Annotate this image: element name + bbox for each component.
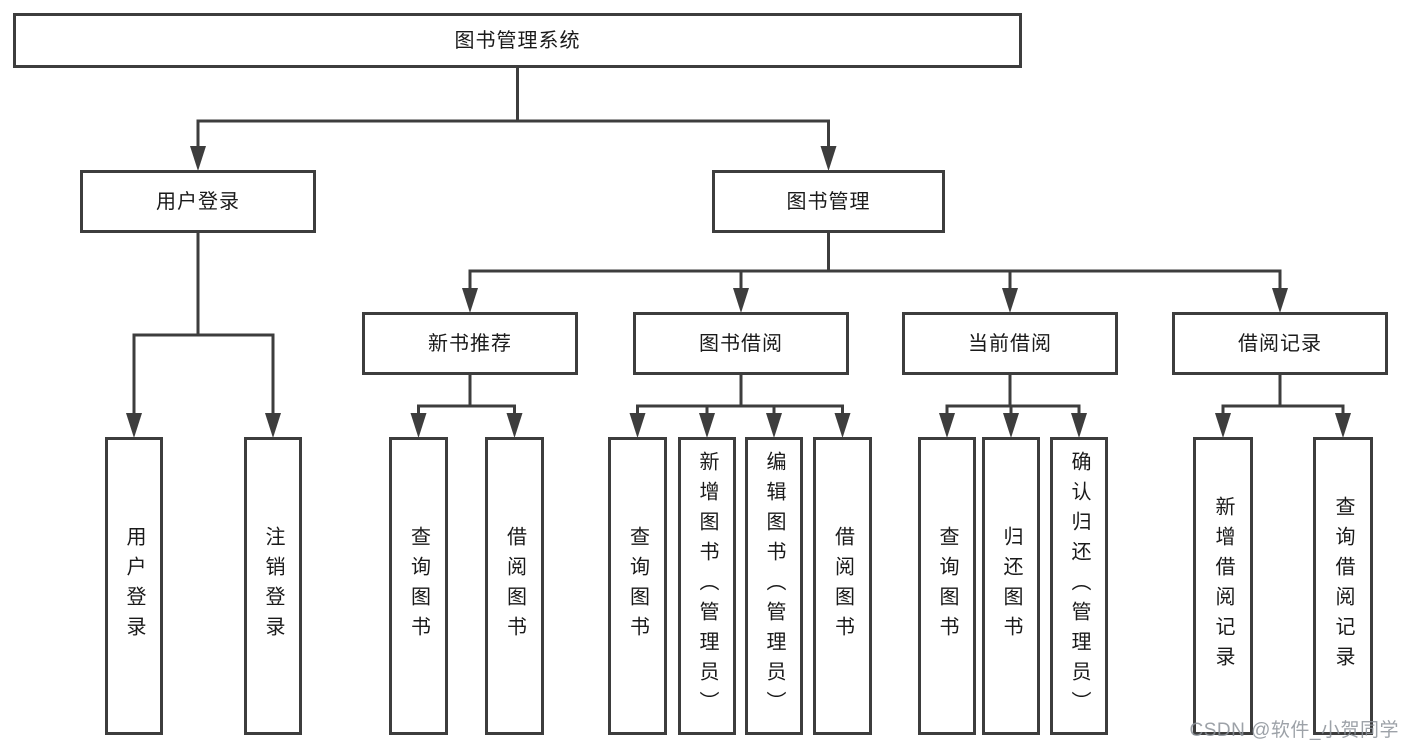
leaf-borrow-borrow-book: 借阅图书 <box>813 437 872 735</box>
leaf-current-query-book: 查询图书 <box>918 437 976 735</box>
arrowhead-down-icon <box>834 413 851 438</box>
arrowhead-down-icon <box>506 413 523 438</box>
leaf-borrow-query-book: 查询图书 <box>608 437 667 735</box>
connector-userlogin-to-leaves <box>132 231 275 421</box>
node-root: 图书管理系统 <box>13 13 1022 68</box>
node-book-management: 图书管理 <box>712 170 945 233</box>
arrowhead-down-icon <box>190 146 206 171</box>
node-new-book-recommend: 新书推荐 <box>362 312 578 375</box>
connector-newrec-to-leaves <box>417 373 516 421</box>
node-book-borrow: 图书借阅 <box>633 312 849 375</box>
arrowhead-down-icon <box>265 413 281 438</box>
node-label: 借阅记录 <box>1238 332 1322 355</box>
arrowhead-down-icon <box>410 413 427 438</box>
leaf-current-return-book: 归还图书 <box>982 437 1040 735</box>
leaf-borrow-edit-book-admin: 编辑图书（管理员） <box>745 437 803 735</box>
node-borrow-records: 借阅记录 <box>1172 312 1388 375</box>
arrowhead-down-icon <box>820 146 837 171</box>
arrowhead-down-icon <box>126 413 142 438</box>
connector-bookmgmt-to-level3 <box>468 231 1282 296</box>
arrowhead-down-icon <box>766 413 782 438</box>
leaf-newrec-query-book: 查询图书 <box>389 437 448 735</box>
node-label: 图书管理系统 <box>454 29 581 52</box>
node-label: 编辑图书（管理员） <box>763 451 785 721</box>
leaf-records-query-record: 查询借阅记录 <box>1313 437 1373 735</box>
node-label: 新增图书（管理员） <box>696 451 718 721</box>
leaf-logout: 注销登录 <box>244 437 302 735</box>
node-current-borrow: 当前借阅 <box>902 312 1118 375</box>
arrowhead-down-icon <box>1215 413 1231 438</box>
node-label: 确认归还（管理员） <box>1068 451 1090 721</box>
node-label: 用户登录 <box>156 190 240 213</box>
arrowhead-down-icon <box>1071 413 1087 438</box>
node-label: 用户登录 <box>123 526 145 646</box>
connector-records-to-leaves <box>1221 373 1345 421</box>
leaf-borrow-add-book-admin: 新增图书（管理员） <box>678 437 736 735</box>
node-label: 当前借阅 <box>968 332 1052 355</box>
node-label: 图书管理 <box>786 190 871 213</box>
node-label: 查询图书 <box>936 526 958 646</box>
leaf-user-login: 用户登录 <box>105 437 163 735</box>
node-label: 查询图书 <box>626 526 649 646</box>
node-label: 查询图书 <box>407 526 430 646</box>
arrowhead-down-icon <box>462 288 478 313</box>
arrowhead-down-icon <box>629 413 646 438</box>
leaf-records-add-record: 新增借阅记录 <box>1193 437 1253 735</box>
node-label: 新增借阅记录 <box>1212 496 1234 676</box>
arrowhead-down-icon <box>1002 288 1018 313</box>
node-user-login: 用户登录 <box>80 170 316 233</box>
leaf-current-confirm-return-admin: 确认归还（管理员） <box>1050 437 1108 735</box>
node-label: 借阅图书 <box>831 526 854 646</box>
arrowhead-down-icon <box>699 413 715 438</box>
arrowhead-down-icon <box>1335 413 1351 438</box>
arrowhead-down-icon <box>1003 413 1019 438</box>
arrowhead-down-icon <box>939 413 955 438</box>
connector-root-to-level2 <box>196 66 830 154</box>
node-label: 注销登录 <box>262 526 284 646</box>
connector-bookborrow-to-leaves <box>636 373 844 421</box>
arrowhead-down-icon <box>733 288 749 313</box>
leaf-newrec-borrow-book: 借阅图书 <box>485 437 544 735</box>
node-label: 新书推荐 <box>428 332 512 355</box>
watermark: CSDN @软件_小贺同学 <box>1189 720 1399 741</box>
arrowhead-down-icon <box>1272 288 1288 313</box>
node-label: 归还图书 <box>1000 526 1022 646</box>
connector-current-to-leaves <box>945 373 1081 421</box>
node-label: 图书借阅 <box>699 332 783 355</box>
node-label: 查询借阅记录 <box>1332 496 1354 676</box>
node-label: 借阅图书 <box>503 526 526 646</box>
